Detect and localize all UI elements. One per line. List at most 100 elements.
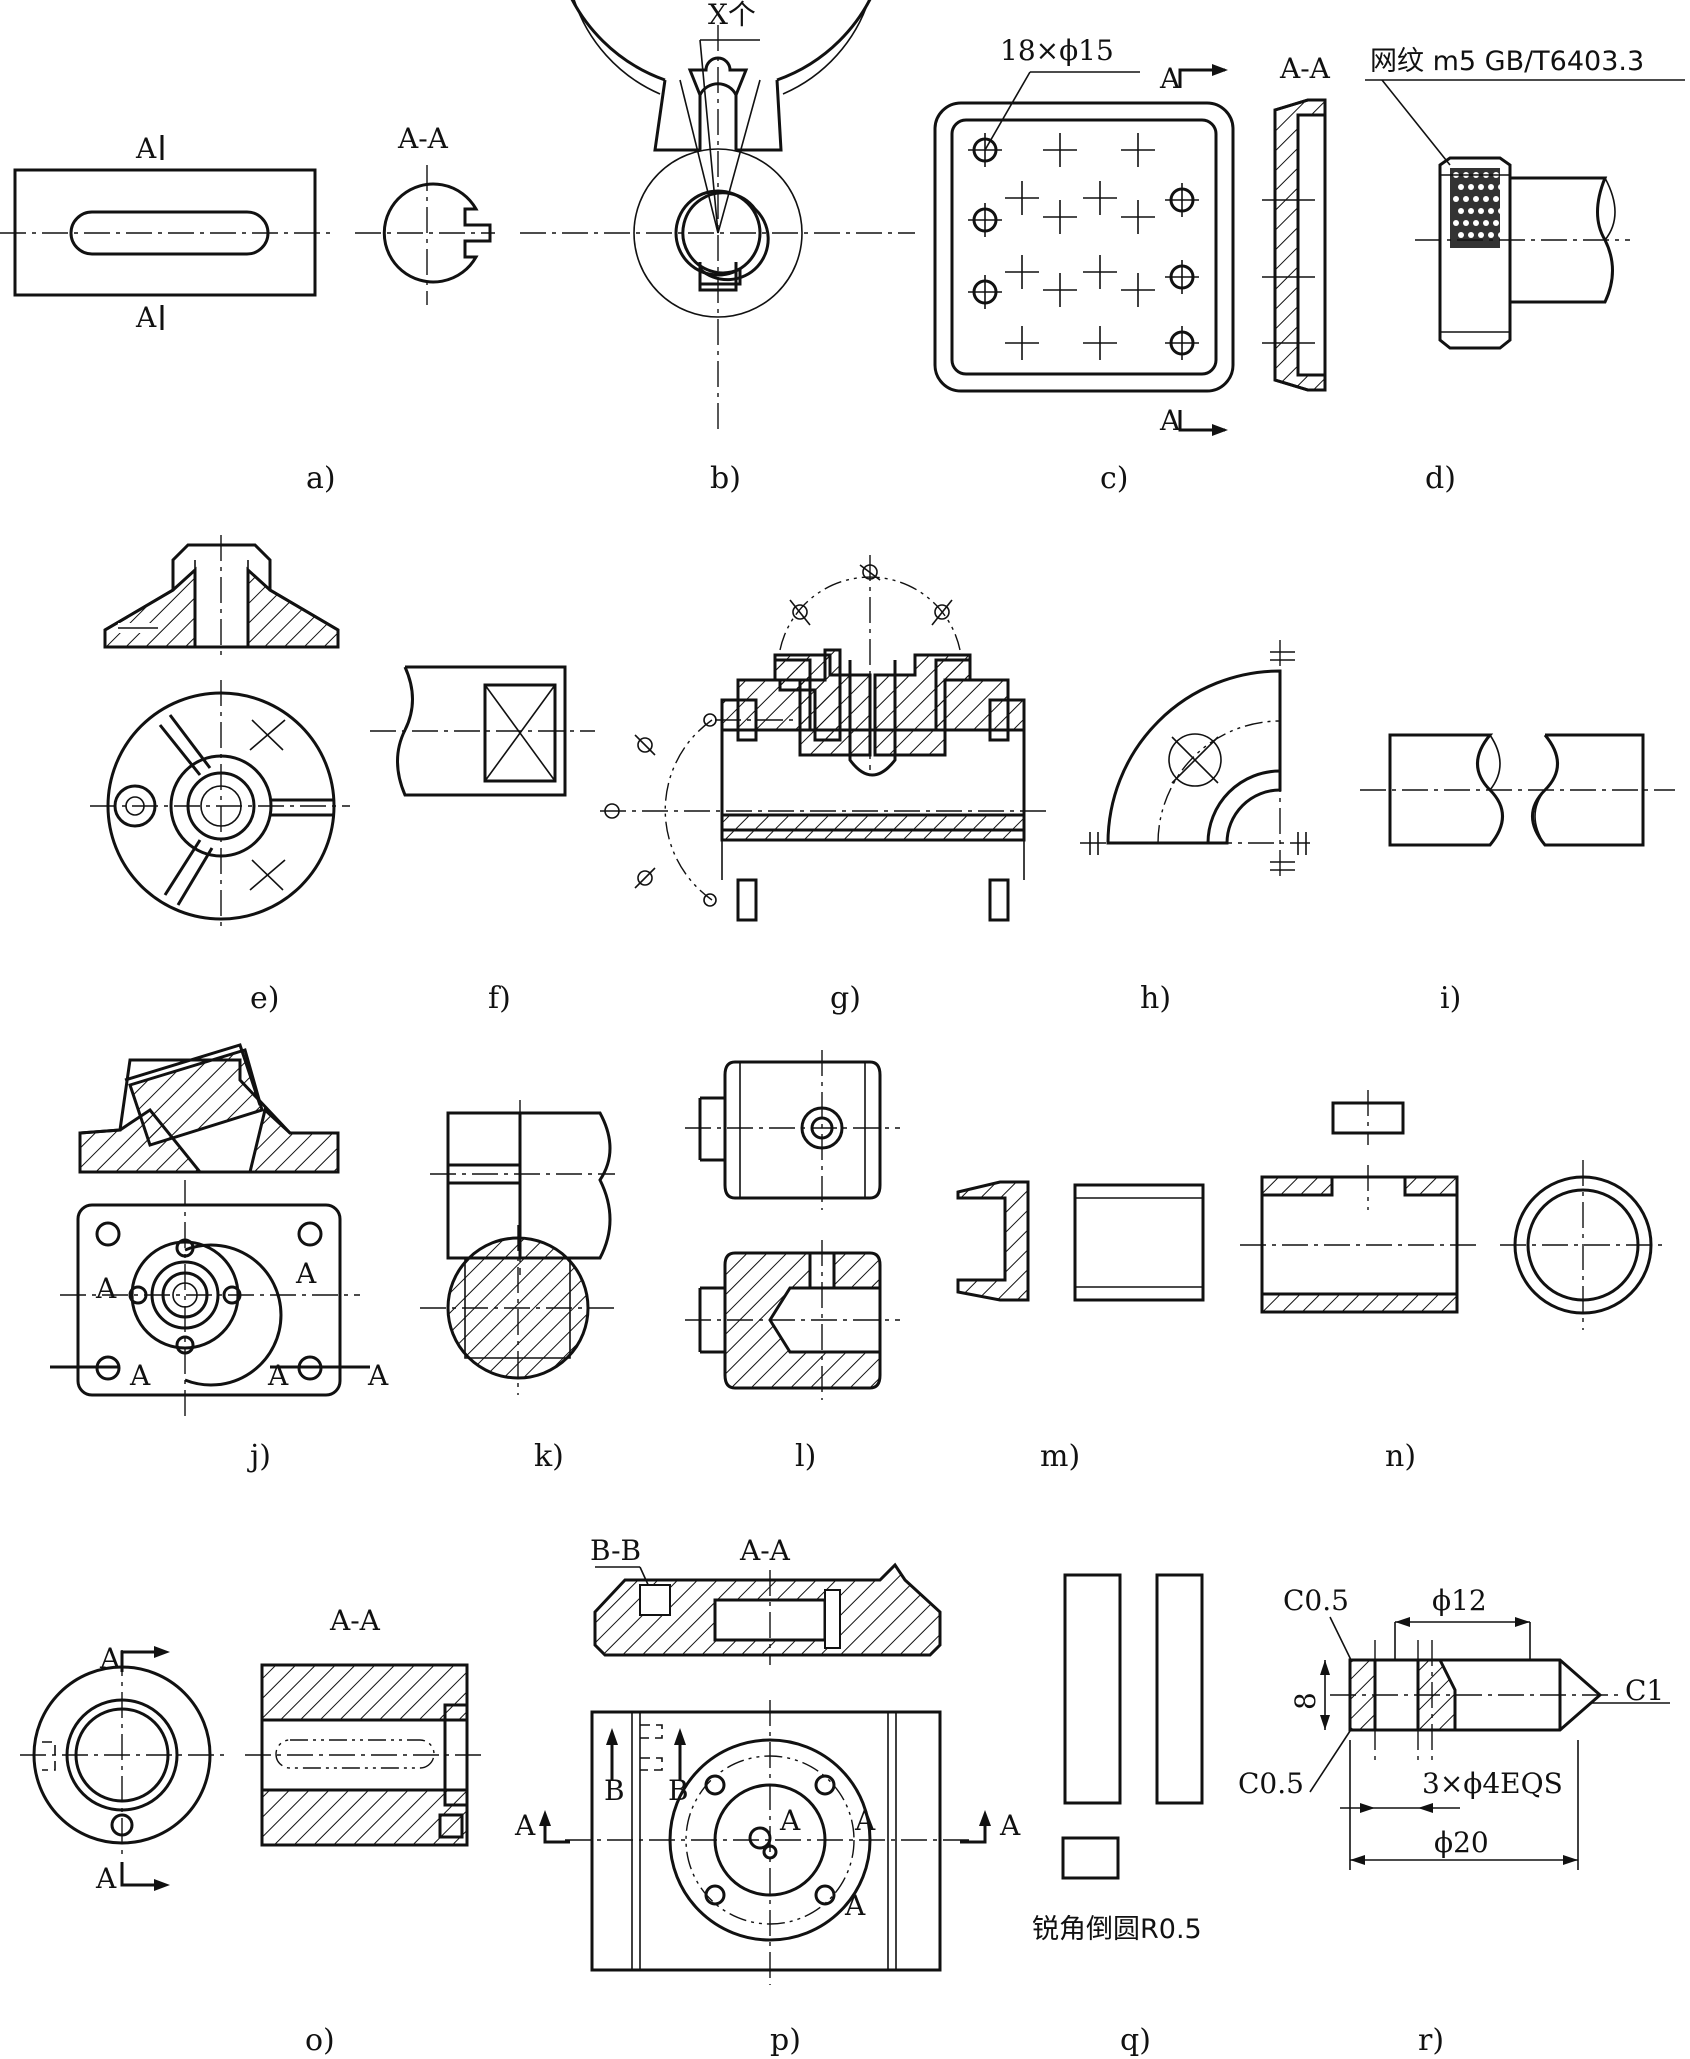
caption-d: d) — [1425, 461, 1456, 496]
figure-f: f) — [370, 665, 595, 1016]
center-cross — [1165, 326, 1199, 360]
center-cross — [968, 203, 1002, 237]
center-cross — [1121, 273, 1155, 307]
center-cross — [1043, 200, 1077, 234]
caption-c: c) — [1100, 461, 1129, 496]
hole-count-label-c: 18×ϕ15 — [1000, 34, 1114, 67]
caption-b: b) — [710, 461, 741, 496]
section-title-p-bb: B-B — [590, 1534, 641, 1567]
caption-a: a) — [306, 461, 336, 496]
knurl-dot — [1458, 184, 1464, 190]
caption-e: e) — [250, 981, 279, 1016]
center-cross — [1043, 273, 1077, 307]
knurl-dot — [1488, 232, 1494, 238]
figure-m: m) — [956, 1180, 1205, 1474]
fillet-note-q: 锐角倒圆R0.5 — [1032, 1914, 1202, 1945]
chamfer-label-tip: C1 — [1625, 1674, 1664, 1707]
center-cross — [1165, 183, 1199, 217]
count-label-b: X个 — [708, 0, 756, 31]
section-mark-o-bottom: A — [95, 1862, 117, 1895]
hole-spec-r: 3×ϕ4EQS — [1422, 1767, 1563, 1800]
dim-dia20: ϕ20 — [1434, 1826, 1489, 1859]
chamfer-label-bottom: C0.5 — [1238, 1767, 1304, 1800]
center-cross — [1005, 326, 1039, 360]
knurl-dot — [1498, 184, 1504, 190]
knurl-dot — [1468, 208, 1474, 214]
center-cross — [1005, 255, 1039, 289]
figure-e: e) — [90, 535, 350, 1016]
center-cross — [1083, 326, 1117, 360]
figure-i: i) — [1360, 733, 1675, 1016]
section-title-p-aa: A-A — [739, 1534, 791, 1567]
view-mark-j-5: A — [367, 1359, 389, 1392]
figure-p: B-B A-A B B A A A A A p) — [514, 1534, 1021, 2058]
knurl-dot — [1473, 196, 1479, 202]
hole-pattern — [968, 133, 1199, 360]
knurl-dot — [1478, 232, 1484, 238]
knurl-dot — [1453, 220, 1459, 226]
figure-o: A A A-A o) — [20, 1604, 485, 2058]
knurl-dot — [1463, 220, 1469, 226]
section-title-c: A-A — [1279, 52, 1331, 85]
section-mark-p-left: A — [514, 1809, 536, 1842]
dim-dia12: ϕ12 — [1432, 1584, 1487, 1617]
center-cross — [968, 275, 1002, 309]
center-cross — [1043, 133, 1077, 167]
knurl-dot — [1468, 184, 1474, 190]
knurl-dot — [1498, 232, 1504, 238]
caption-p: p) — [770, 2023, 801, 2058]
figure-a: A A A-A a) — [0, 122, 495, 496]
center-cross — [1083, 181, 1117, 215]
figure-d: 网纹 m5 GB/T6403.3 d) — [1365, 46, 1685, 496]
knurl-dot — [1468, 232, 1474, 238]
section-mark-a-top: A — [135, 132, 157, 165]
center-cross — [1165, 260, 1199, 294]
caption-r: r) — [1418, 2023, 1444, 2058]
view-mark-p-2: A — [854, 1804, 876, 1837]
knurl-dot — [1498, 208, 1504, 214]
figure-k: k) — [420, 1100, 615, 1474]
chamfer-label-top: C0.5 — [1283, 1584, 1349, 1617]
knurl-dot — [1493, 220, 1499, 226]
caption-k: k) — [534, 1439, 564, 1474]
center-cross — [1121, 200, 1155, 234]
view-mark-j-2: A — [295, 1257, 317, 1290]
section-mark-p-right: A — [999, 1809, 1021, 1842]
knurl-dot — [1493, 196, 1499, 202]
caption-f: f) — [488, 981, 511, 1016]
caption-g: g) — [830, 981, 861, 1016]
center-cross — [1121, 133, 1155, 167]
caption-h: h) — [1140, 981, 1171, 1016]
section-mark-c-top: A — [1159, 62, 1181, 95]
view-mark-j-3: A — [129, 1359, 151, 1392]
caption-l: l) — [795, 1439, 816, 1474]
figure-b: X个 b) — [520, 0, 915, 496]
knurl-dot — [1488, 184, 1494, 190]
knurl-spec-label: 网纹 m5 GB/T6403.3 — [1370, 46, 1644, 77]
view-mark-j-4: A — [267, 1359, 289, 1392]
caption-m: m) — [1040, 1439, 1080, 1474]
center-cross — [1005, 181, 1039, 215]
view-mark-p-3: A — [844, 1889, 866, 1922]
section-mark-o-top: A — [99, 1642, 121, 1675]
knurl-dots — [1453, 172, 1504, 238]
caption-o: o) — [305, 2023, 335, 2058]
caption-q: q) — [1120, 2023, 1151, 2058]
caption-j: j) — [247, 1439, 271, 1474]
caption-n: n) — [1385, 1439, 1416, 1474]
figure-r: ϕ12 ϕ20 8 C0.5 C0.5 C1 3×ϕ4EQS r) — [1238, 1584, 1670, 2058]
view-mark-p-1: A — [779, 1804, 801, 1837]
figure-g: g) — [600, 555, 1050, 1016]
figure-j: A A A A A j) — [50, 1043, 389, 1474]
knurl-dot — [1458, 208, 1464, 214]
dim-height: 8 — [1289, 1692, 1322, 1710]
knurl-dot — [1483, 196, 1489, 202]
figure-q: 锐角倒圆R0.5 q) — [1032, 1573, 1204, 2058]
knurl-dot — [1478, 184, 1484, 190]
section-title-a: A-A — [397, 122, 449, 155]
section-mark-p-b1: B — [604, 1774, 625, 1807]
knurl-dot — [1463, 196, 1469, 202]
view-mark-j-1: A — [95, 1272, 117, 1305]
section-mark-c-bottom: A — [1159, 404, 1181, 437]
